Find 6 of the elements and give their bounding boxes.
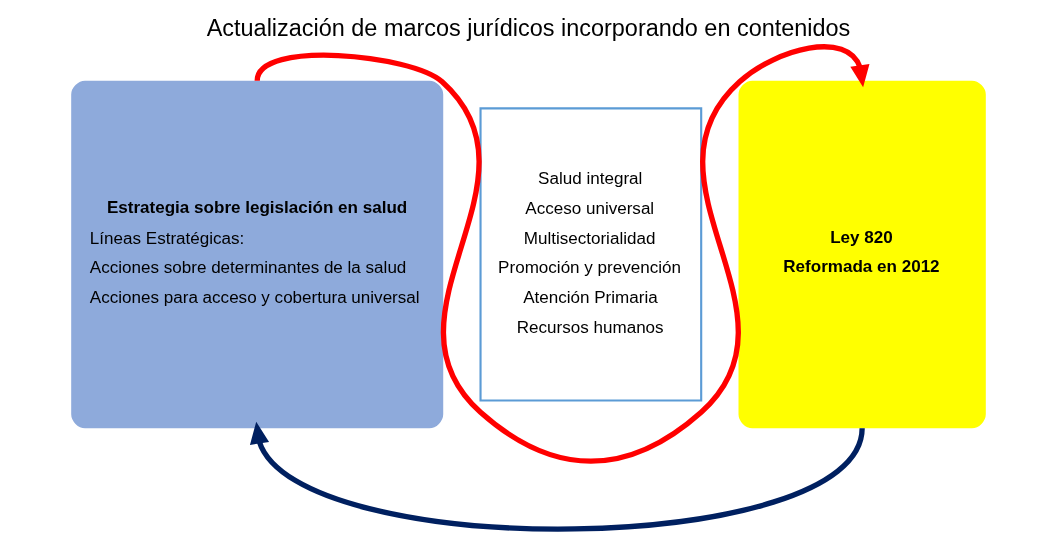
arrow <box>254 44 870 464</box>
diagram-title: Actualización de marcos jurídicos incorporando en contenidos <box>206 14 851 41</box>
node-box: Salud integral Acceso universal Multisectorialidad Promoción y prevención Atención Primaria Recursos humanos <box>479 107 703 402</box>
arrow <box>249 421 865 532</box>
node-box: Ley 820 Reformada en 2012 <box>738 80 986 429</box>
node-box: Estrategia sobre legislación en salud Líneas Estratégicas: Acciones sobre determinantes de la salud Acciones para acceso y cobertura universal <box>71 80 444 429</box>
